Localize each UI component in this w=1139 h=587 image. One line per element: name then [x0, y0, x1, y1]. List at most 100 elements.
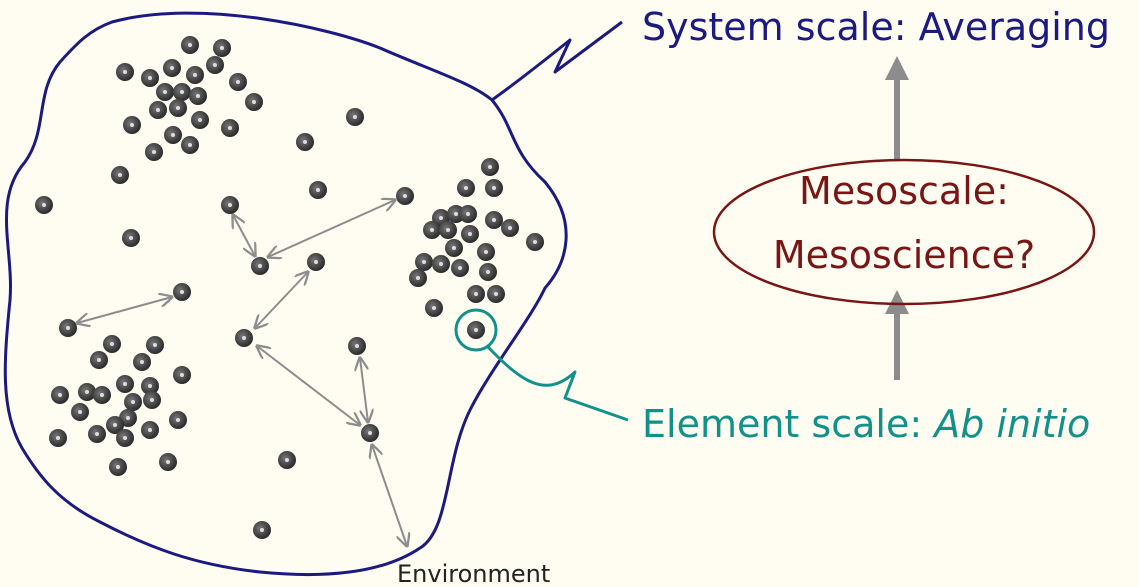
particle-highlight [242, 336, 246, 340]
interaction-arrow [360, 358, 368, 422]
particle-highlight [180, 90, 184, 94]
particle-highlight [446, 228, 450, 232]
particle-highlight [474, 328, 478, 332]
particle-highlight [129, 236, 133, 240]
particle-highlight [355, 344, 359, 348]
particle-highlight [316, 188, 320, 192]
interaction-arrow [372, 445, 407, 546]
particle-highlight [113, 423, 117, 427]
particle-highlight [42, 203, 46, 207]
particle-highlight [131, 400, 135, 404]
particle-highlight [156, 108, 160, 112]
particle-highlight [464, 186, 468, 190]
interaction-arrow [233, 215, 255, 256]
particle-highlight [494, 292, 498, 296]
mesoscale-label-line1: Mesoscale: [799, 169, 1009, 213]
particle-highlight [486, 270, 490, 274]
particle-highlight [176, 106, 180, 110]
mesoscale-ellipse [712, 158, 1096, 306]
particle-highlight [193, 73, 197, 77]
particle-highlight [123, 436, 127, 440]
system-scale-label: System scale: Averaging [642, 5, 1110, 49]
particle-highlight [140, 360, 144, 364]
particle-highlight [484, 250, 488, 254]
particle-highlight [95, 432, 99, 436]
particle-highlight [488, 165, 492, 169]
particle-highlight [123, 70, 127, 74]
particle-highlight [188, 143, 192, 147]
particle-highlight [116, 465, 120, 469]
particle-highlight [220, 46, 224, 50]
particle-highlight [56, 436, 60, 440]
particle-highlight [66, 326, 70, 330]
element-scale-italic: Ab initio [931, 402, 1090, 446]
particle-highlight [228, 203, 232, 207]
particle-highlight [252, 100, 256, 104]
particle-highlight [468, 232, 472, 236]
interaction-arrow [268, 200, 395, 257]
particle-highlight [176, 418, 180, 422]
particle-highlight [166, 460, 170, 464]
interaction-arrow [255, 272, 308, 328]
particle-highlight [236, 80, 240, 84]
particle-highlight [148, 76, 152, 80]
element-scale-label: Element scale: Ab initio [642, 402, 1090, 446]
particle-highlight [439, 216, 443, 220]
particle-highlight [78, 410, 82, 414]
particle-highlight [153, 343, 157, 347]
particle-highlight [314, 260, 318, 264]
environment-label: Environment [397, 560, 550, 587]
particle-highlight [171, 133, 175, 137]
particle-highlight [353, 115, 357, 119]
particle-highlight [170, 66, 174, 70]
element-highlight-circle [454, 308, 498, 352]
element-scale-prefix: Element scale: [642, 402, 934, 446]
particle-highlight [303, 140, 307, 144]
particle-highlight [97, 358, 101, 362]
particle-highlight [180, 290, 184, 294]
particle-highlight [432, 306, 436, 310]
particle-highlight [260, 528, 264, 532]
particle-highlight [403, 194, 407, 198]
particle-group [35, 36, 544, 539]
interaction-arrows [77, 200, 407, 546]
particle-highlight [126, 416, 130, 420]
particle-highlight [430, 228, 434, 232]
particle-highlight [492, 186, 496, 190]
particle-highlight [198, 118, 202, 122]
particle-highlight [130, 123, 134, 127]
interaction-arrow [77, 297, 172, 323]
particle-highlight [180, 373, 184, 377]
particle-highlight [58, 393, 62, 397]
particle-highlight [196, 94, 200, 98]
particle-highlight [228, 126, 232, 130]
particle-highlight [213, 63, 217, 67]
particle-highlight [416, 276, 420, 280]
particle-highlight [100, 393, 104, 397]
particle-highlight [285, 458, 289, 462]
particle-highlight [118, 173, 122, 177]
particle-highlight [474, 292, 478, 296]
particle-highlight [148, 384, 152, 388]
particle-highlight [422, 260, 426, 264]
particle-highlight [85, 390, 89, 394]
particle-highlight [492, 218, 496, 222]
particle-highlight [110, 342, 114, 346]
particle-highlight [454, 212, 458, 216]
particle-highlight [148, 428, 152, 432]
particle-highlight [163, 90, 167, 94]
particle-highlight [466, 212, 470, 216]
particle-highlight [458, 266, 462, 270]
particle-highlight [150, 398, 154, 402]
mesoscale-label-line2: Mesoscience? [773, 233, 1035, 277]
element-scale-connector [486, 345, 629, 422]
particle-highlight [152, 150, 156, 154]
particle-highlight [188, 43, 192, 47]
particle-highlight [123, 382, 127, 386]
particle-highlight [258, 264, 262, 268]
particle-highlight [533, 240, 537, 244]
system-scale-connector [491, 20, 623, 102]
system-boundary [3, 11, 568, 577]
